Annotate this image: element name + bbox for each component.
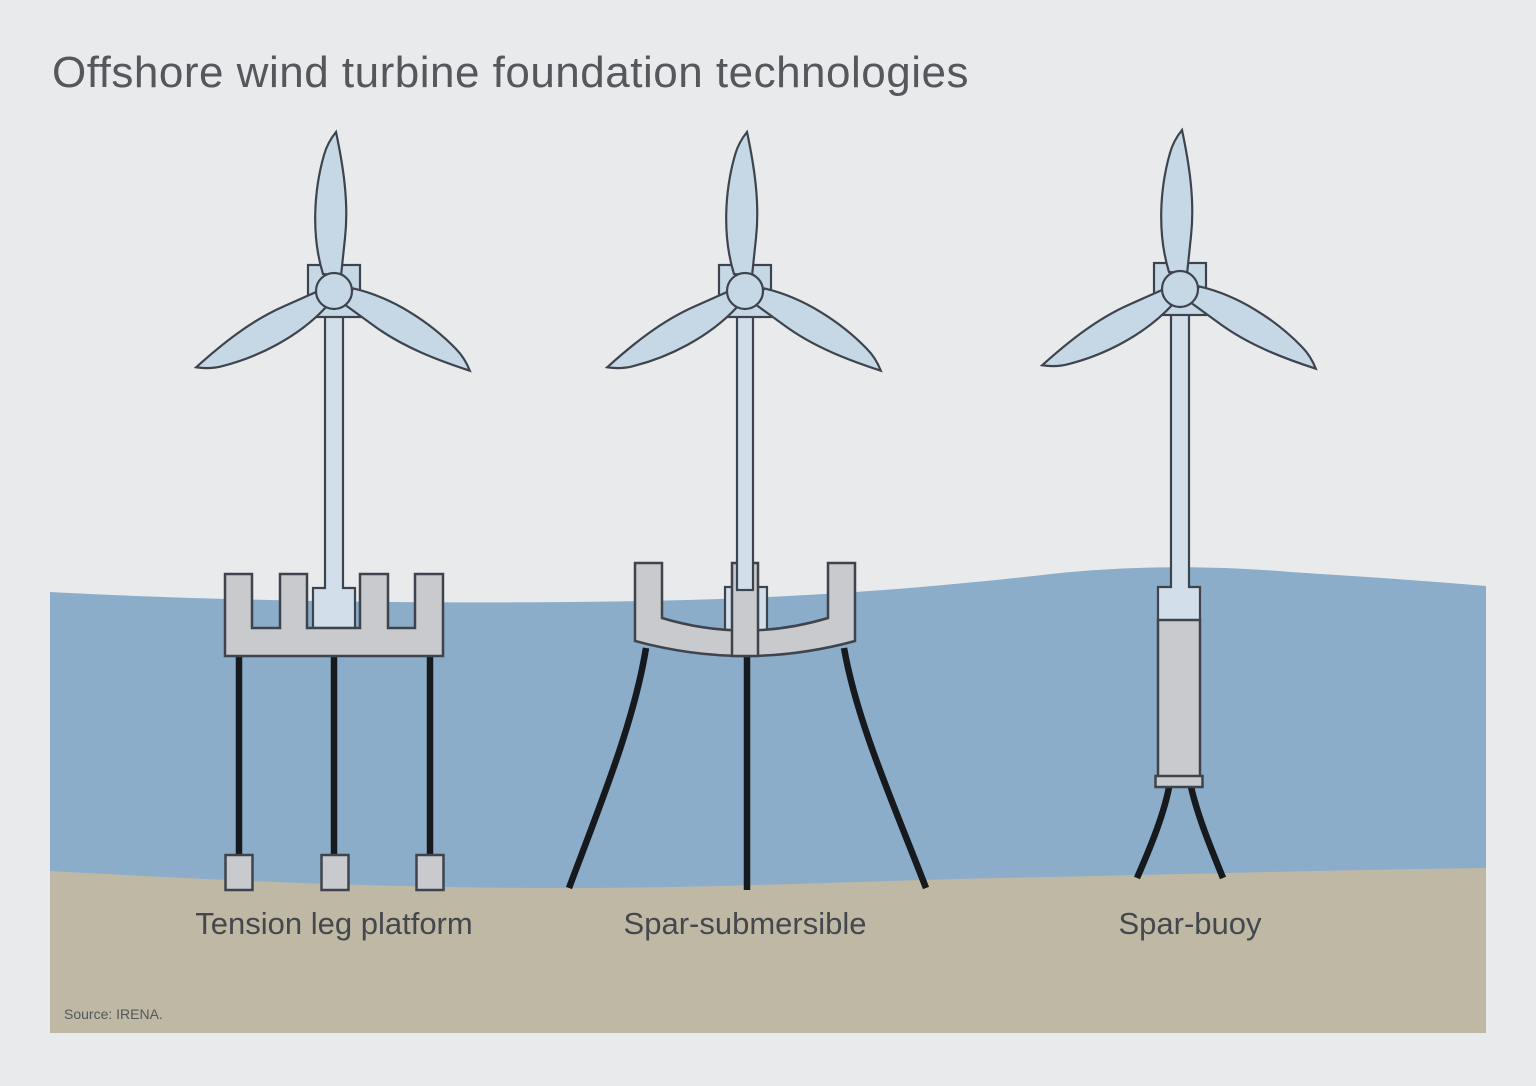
spar-buoy-bottom-cap [1154, 774, 1204, 789]
label-spar-submersible: Spar-submersible [623, 906, 867, 941]
source-attribution: Source: IRENA. [64, 1006, 163, 1022]
tlp-tower-and-pedestal [311, 310, 357, 630]
seabed [50, 868, 1486, 1033]
tlp-platform [223, 572, 445, 658]
spar-buoy-mooring-right [1186, 781, 1227, 880]
spar-buoy-mooring-left [1134, 781, 1174, 880]
spar-submersible-foundation [565, 310, 930, 890]
label-spar-buoy: Spar-buoy [1118, 906, 1262, 941]
label-tension-leg-platform: Tension leg platform [195, 906, 473, 941]
spar-sub-mooring-right [840, 647, 930, 890]
spar-sub-cradle [633, 561, 857, 658]
spar-sub-mooring-left [565, 647, 650, 890]
tlp-anchor-left [224, 853, 254, 892]
spar-buoy-foundation [1134, 308, 1227, 880]
spar-buoy-cylinder [1156, 618, 1202, 780]
tension-leg-platform-foundation [223, 310, 445, 892]
tlp-anchor-right [415, 853, 445, 892]
page-title: Offshore wind turbine foundation technol… [52, 48, 969, 97]
spar-sub-tower [735, 310, 755, 592]
tlp-anchor-center [320, 853, 350, 892]
